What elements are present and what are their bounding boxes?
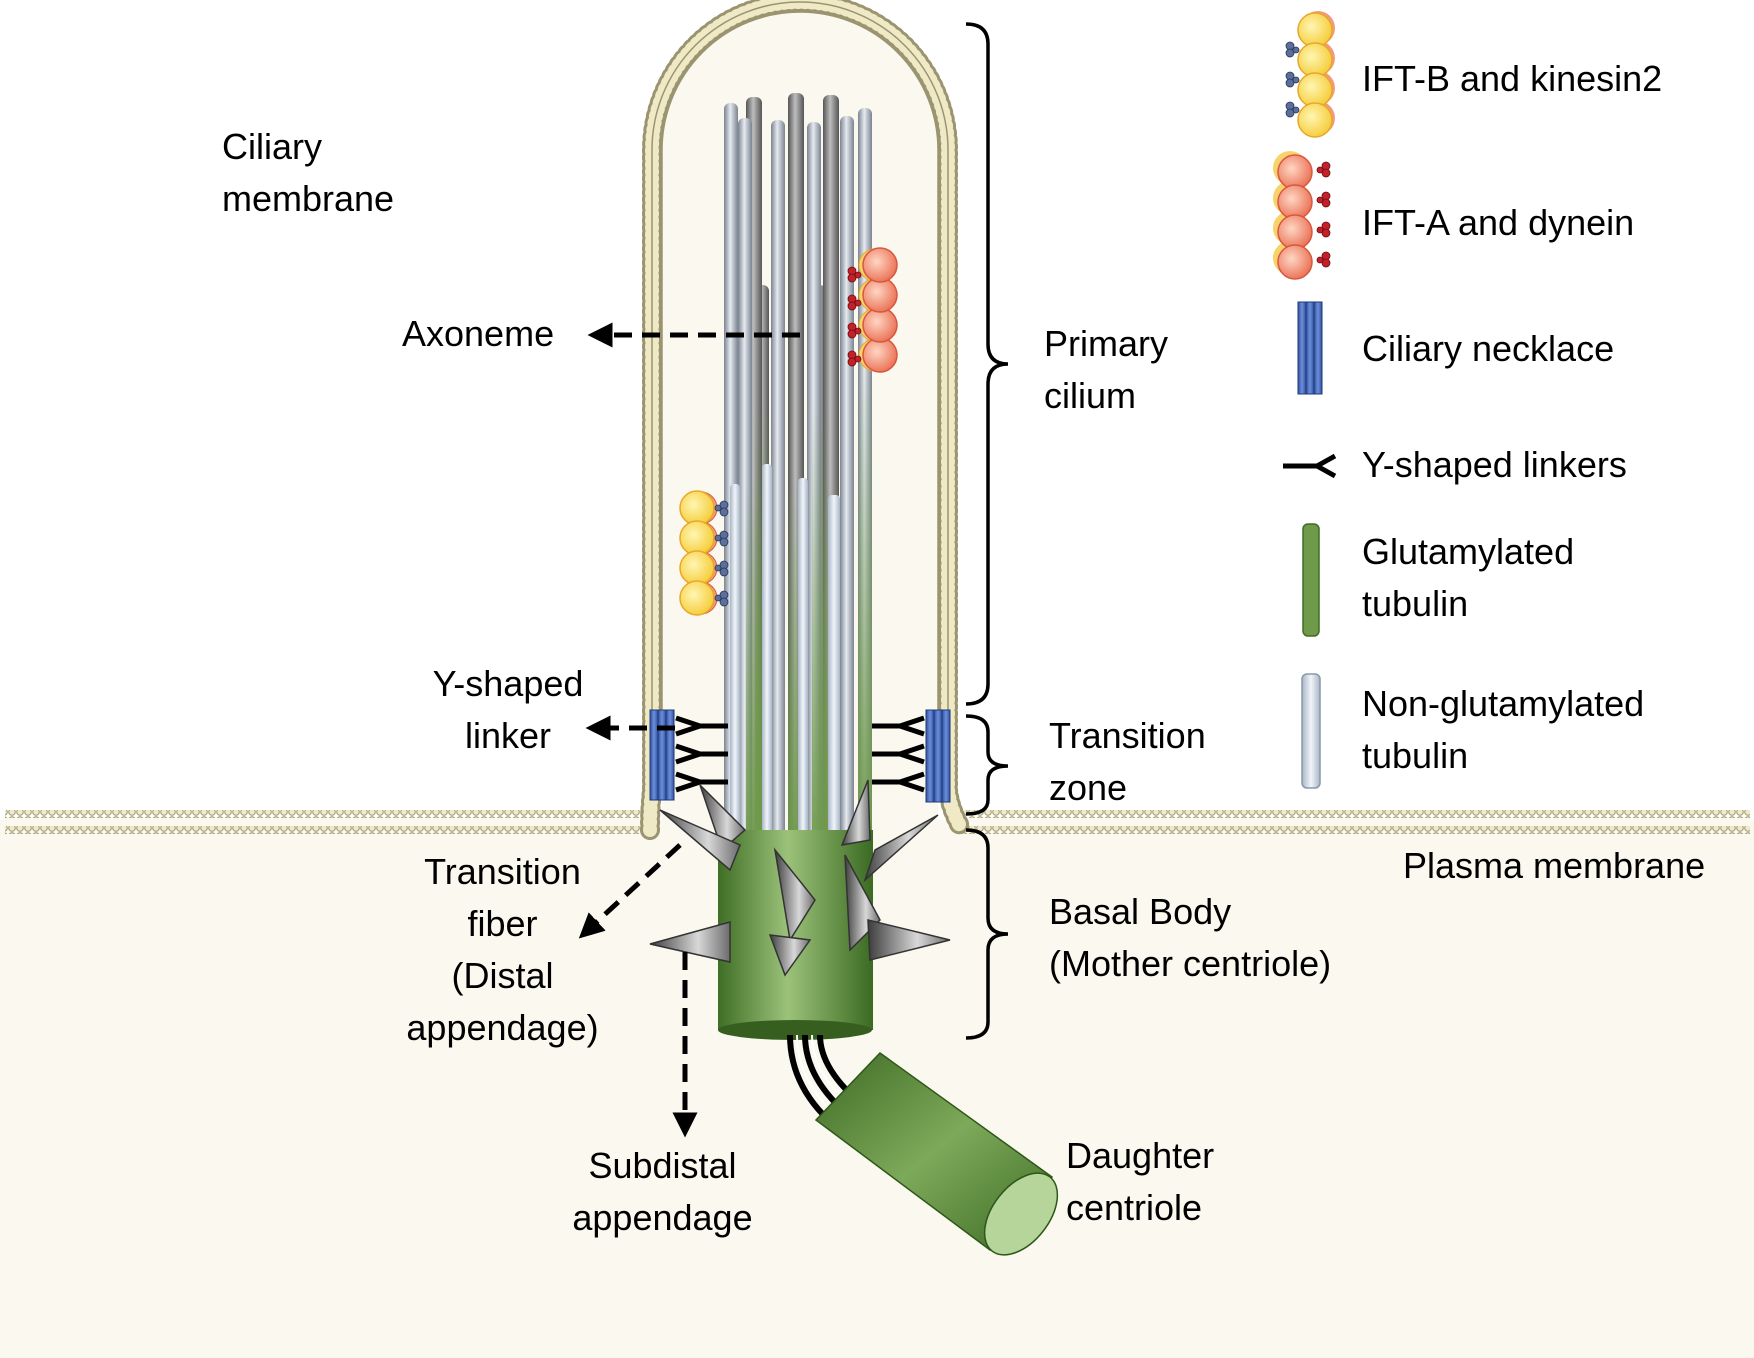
legend-icon-nonglut bbox=[1301, 673, 1321, 789]
legend-label-glut: Glutamylated tubulin bbox=[1362, 531, 1575, 624]
legend-label-linkers: Y-shaped linkers bbox=[1362, 444, 1627, 485]
label-transition-fiber: Transition fiber (Distal appendage) bbox=[406, 851, 599, 1048]
legend-label-ift-b: IFT-B and kinesin2 bbox=[1362, 58, 1663, 99]
legend-icon-ift-a bbox=[1273, 151, 1331, 280]
bracket-basal-body bbox=[965, 828, 1009, 1040]
label-primary-cilium: Primary cilium bbox=[1044, 323, 1168, 416]
legend-icon-ift-b bbox=[1285, 11, 1335, 138]
legend-label-ift-a: IFT-A and dynein bbox=[1362, 202, 1635, 243]
label-ciliary-membrane: Ciliary membrane bbox=[222, 126, 395, 219]
axoneme-microtubules bbox=[724, 93, 872, 850]
legend-icon-linker bbox=[1283, 453, 1337, 479]
label-y-shaped-linker: Y-shaped linker bbox=[432, 663, 584, 756]
label-transition-zone: Transition zone bbox=[1049, 715, 1206, 808]
bracket-primary-cilium bbox=[965, 22, 1009, 706]
plasma-membrane bbox=[5, 810, 1750, 834]
brackets bbox=[965, 22, 1009, 1040]
y-linkers-right bbox=[872, 715, 925, 793]
y-linkers-left bbox=[675, 715, 728, 793]
label-axoneme: Axoneme bbox=[402, 313, 555, 354]
ift-b-train bbox=[679, 490, 729, 616]
ift-a-train bbox=[847, 247, 898, 373]
label-subdistal-appendage: Subdistal appendage bbox=[572, 1145, 753, 1238]
label-basal-body: Basal Body (Mother centriole) bbox=[1049, 891, 1332, 984]
label-plasma-membrane: Plasma membrane bbox=[1403, 845, 1706, 886]
bracket-transition-zone bbox=[965, 714, 1009, 816]
legend-label-necklace: Ciliary necklace bbox=[1362, 328, 1615, 369]
daughter-centriole bbox=[814, 1052, 1059, 1256]
ciliary-necklace-right bbox=[925, 709, 951, 803]
subdistal-appendages bbox=[649, 919, 951, 977]
legend-label-nonglut: Non-glutamylated tubulin bbox=[1362, 683, 1645, 776]
legend-icon-necklace bbox=[1297, 301, 1323, 395]
pointer-arrows bbox=[578, 322, 800, 1138]
transition-fiber-arrow bbox=[578, 843, 682, 939]
legend-icon-glut bbox=[1302, 523, 1320, 637]
label-daughter-centriole: Daughter centriole bbox=[1066, 1135, 1215, 1228]
ciliary-necklace-left bbox=[649, 709, 675, 801]
